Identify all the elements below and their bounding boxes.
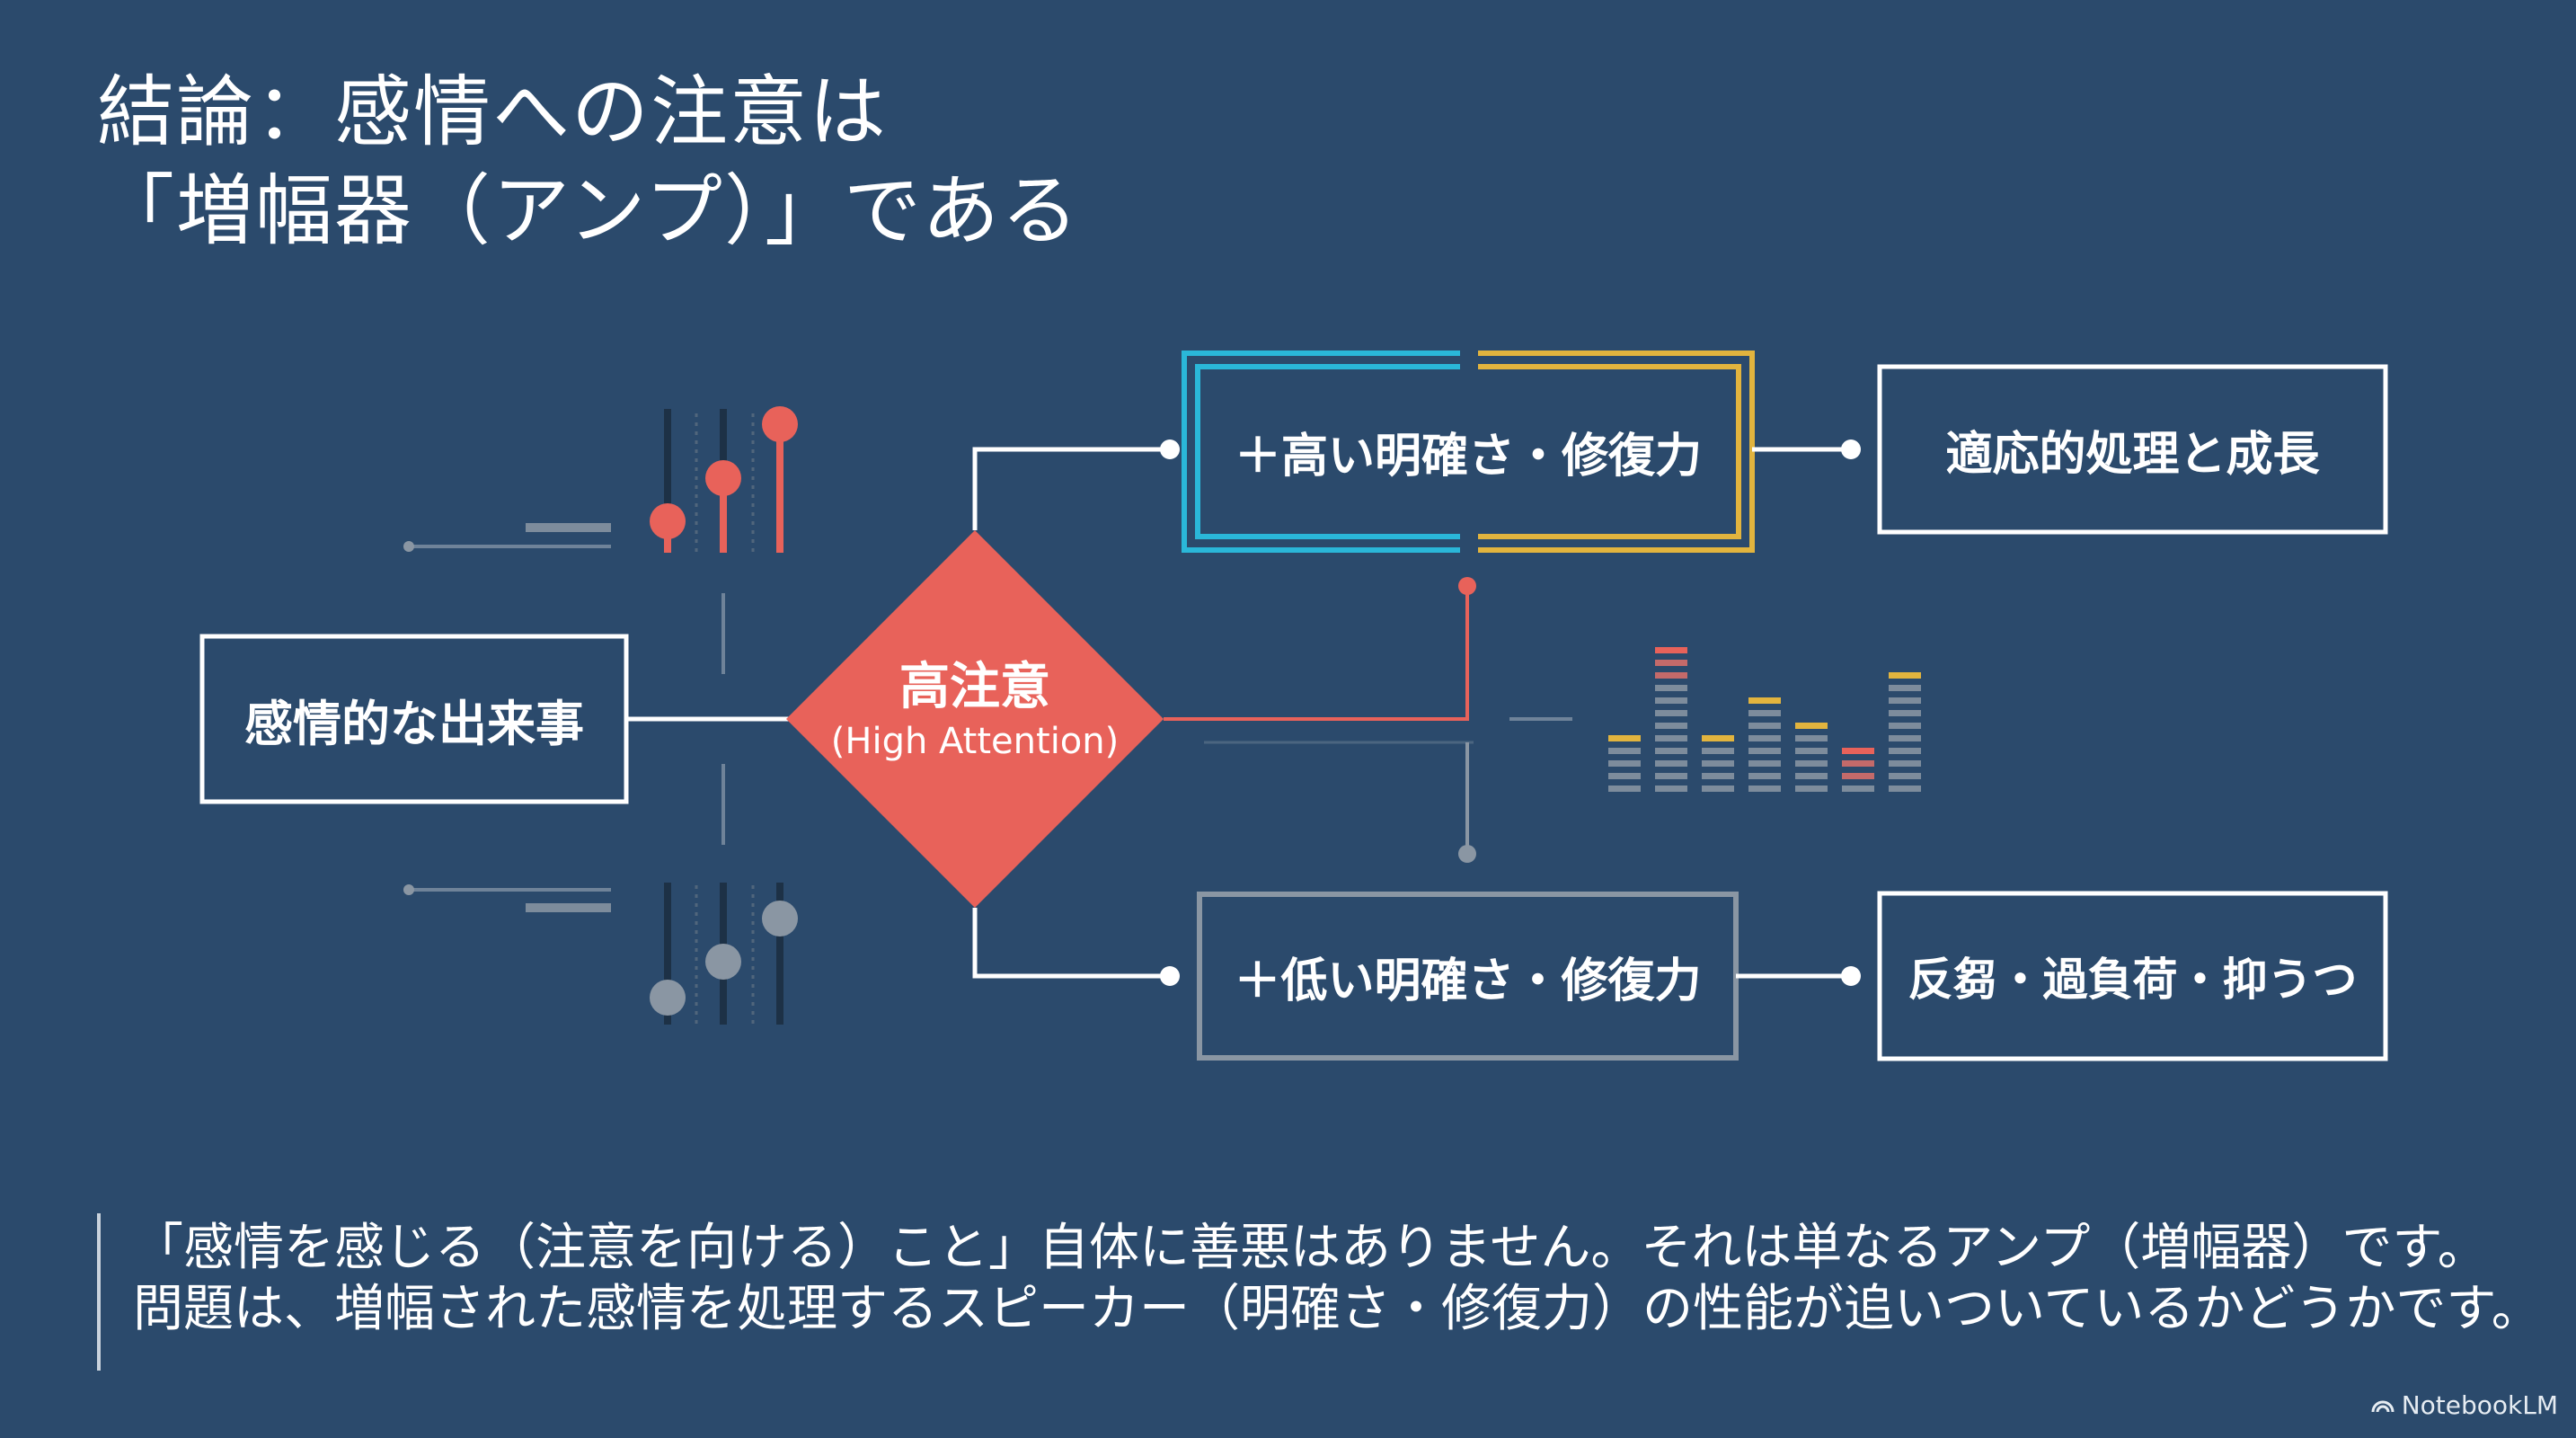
watermark: NotebookLM (2371, 1390, 2558, 1420)
equalizer-bar-segment (1842, 760, 1874, 767)
equalizer-bar-segment (1655, 660, 1687, 666)
equalizer-bar-segment (1795, 773, 1828, 779)
attention-signal-line (1164, 586, 1469, 721)
equalizer-bar-segment (1702, 735, 1734, 741)
equalizer-bar-segment (1889, 748, 1921, 754)
adaptive-box (1877, 364, 2388, 535)
event-label: 感情的な出来事 (244, 695, 584, 752)
equalizer-bar-segment (1655, 773, 1687, 779)
equalizer-bar-segment (1655, 710, 1687, 716)
equalizer-bar-segment (1795, 760, 1828, 767)
watermark-label: NotebookLM (2401, 1390, 2558, 1420)
quote-bar (97, 1213, 101, 1371)
equalizer-bar-segment (1889, 773, 1921, 779)
equalizer-bar-segment (1889, 735, 1921, 741)
title-line-2: 「増幅器（アンプ）」である (97, 166, 1081, 256)
low-clarity-label: ＋低い明確さ・修復力 (1234, 954, 1702, 1008)
equalizer-bar-segment (1655, 672, 1687, 679)
equalizer-bar-segment (1655, 685, 1687, 691)
equalizer-bars-icon (1608, 647, 1921, 792)
equalizer-bar-segment (1842, 786, 1874, 792)
negative-box (1877, 891, 2388, 1061)
equalizer-bar-segment (1655, 735, 1687, 741)
equalizer-sliders-top-icon (403, 406, 798, 553)
connector-diamond-high (972, 447, 1168, 530)
bottom-note-line-2: 問題は、増幅された感情を処理するスピーカー（明確さ・修復力）の性能が追いついてい… (133, 1280, 2542, 1338)
bottom-note-line-1: 「感情を感じる（注意を向ける）こと」自体に善悪はありません。それは単なるアンプ（… (133, 1219, 2488, 1277)
equalizer-bar-segment (1842, 773, 1874, 779)
equalizer-bar-segment (1702, 773, 1734, 779)
equalizer-bar-segment (1889, 710, 1921, 716)
equalizer-bar-segment (1655, 748, 1687, 754)
attention-sub-label: (High Attention) (830, 721, 1120, 762)
equalizer-bar-segment (1702, 748, 1734, 754)
equalizer-bar-segment (1748, 735, 1781, 741)
equalizer-bar-segment (1748, 697, 1781, 704)
negative-label: 反芻・過負荷・抑うつ (1908, 954, 2358, 1006)
equalizer-bar-segment (1655, 647, 1687, 653)
equalizer-bar-segment (1655, 723, 1687, 729)
high-clarity-label: ＋高い明確さ・修復力 (1234, 430, 1702, 484)
equalizer-bar-segment (1889, 786, 1921, 792)
equalizer-bar-segment (1655, 760, 1687, 767)
equalizer-bar-segment (1889, 723, 1921, 729)
equalizer-bar-segment (1655, 786, 1687, 792)
equalizer-bar-segment (1795, 723, 1828, 729)
equalizer-bar-segment (1702, 786, 1734, 792)
equalizer-bar-segment (1748, 723, 1781, 729)
equalizer-bar-segment (1748, 748, 1781, 754)
equalizer-bar-segment (1608, 760, 1641, 767)
attention-main-label: 高注意 (899, 658, 1050, 716)
equalizer-bar-segment (1748, 760, 1781, 767)
equalizer-bar-segment (1608, 748, 1641, 754)
title-line-1: 結論：感情への注意は (97, 67, 888, 157)
equalizer-bar-segment (1608, 735, 1641, 741)
equalizer-bar-segment (1795, 748, 1828, 754)
equalizer-bar-segment (1748, 710, 1781, 716)
attention-label: 高注意 (High Attention) (813, 656, 1137, 764)
bottom-note: 「感情を感じる（注意を向ける）こと」自体に善悪はありません。それは単なるアンプ（… (133, 1218, 2542, 1340)
equalizer-sliders-bottom-icon (403, 883, 798, 1025)
equalizer-bar-segment (1889, 672, 1921, 679)
equalizer-bar-segment (1889, 760, 1921, 767)
connector-diamond-low (972, 908, 1168, 979)
equalizer-bar-segment (1795, 786, 1828, 792)
equalizer-bar-segment (1702, 760, 1734, 767)
page-title: 結論：感情への注意は 「増幅器（アンプ）」である (97, 63, 1080, 261)
equalizer-bar-segment (1842, 748, 1874, 754)
equalizer-bar-segment (1608, 773, 1641, 779)
equalizer-bar-segment (1889, 697, 1921, 704)
equalizer-bar-segment (1608, 786, 1641, 792)
equalizer-bar-segment (1889, 685, 1921, 691)
adaptive-label: 適応的処理と成長 (1945, 427, 2320, 482)
equalizer-bar-segment (1655, 697, 1687, 704)
equalizer-bar-segment (1748, 773, 1781, 779)
equalizer-bar-segment (1748, 786, 1781, 792)
notebooklm-icon (2371, 1390, 2395, 1420)
high-attention-diamond (786, 530, 1164, 908)
equalizer-bar-segment (1795, 735, 1828, 741)
